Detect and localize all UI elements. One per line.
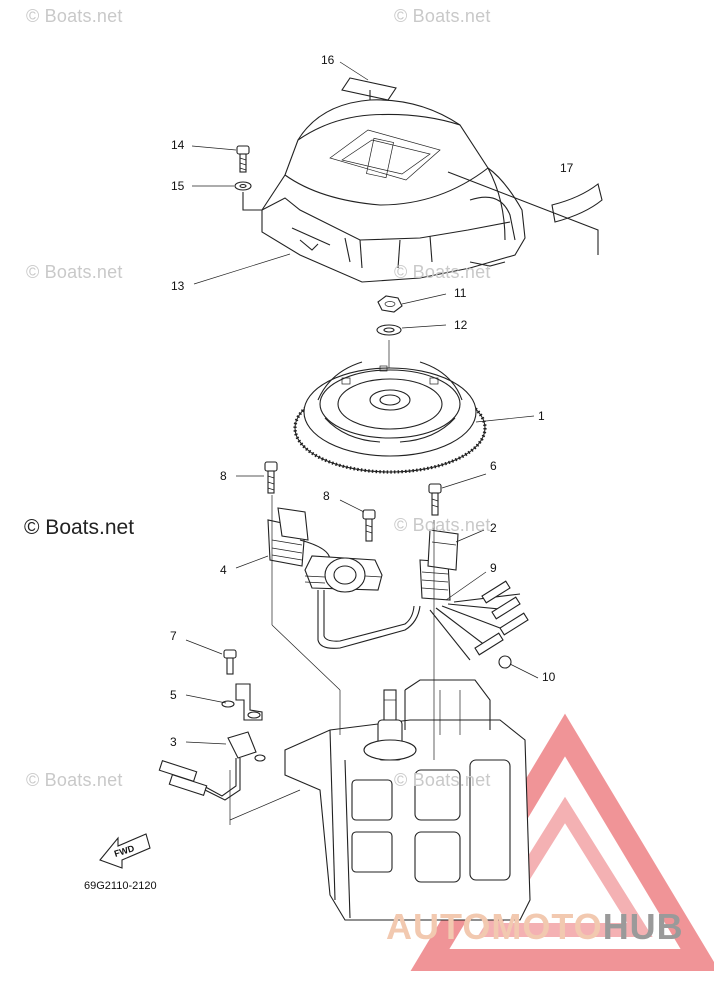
part-6-bolt (428, 483, 442, 516)
fwd-arrow-icon (99, 833, 151, 869)
part-code: 69G2110-2120 (84, 880, 157, 892)
part-12-washer (376, 324, 402, 336)
pulser-coil (304, 555, 383, 593)
part-7-screw (223, 649, 237, 675)
part-17-tape (447, 171, 603, 255)
watermark-mid-left: © Boats.net (26, 262, 123, 282)
brand-part-3: HUB (602, 906, 684, 947)
callout-4: 4 (220, 563, 227, 577)
callout-1: 1 (538, 409, 545, 423)
part-8-bolt-right (362, 509, 376, 542)
watermark-top-left: © Boats.net (26, 6, 123, 26)
callout-17: 17 (560, 161, 574, 175)
part-13-flywheel-cover (261, 99, 526, 283)
callout-9: 9 (490, 561, 497, 575)
callout-13: 13 (171, 279, 185, 293)
part-15-washer (234, 181, 262, 211)
brand-text: AUTOMOTOHUB (386, 906, 684, 948)
brand-part-1: AUTO (386, 906, 492, 947)
part-10-grommet (498, 655, 512, 669)
callout-3: 3 (170, 735, 177, 749)
callout-5: 5 (170, 688, 177, 702)
powerhead-block (284, 679, 531, 921)
callout-8-right: 8 (323, 489, 330, 503)
callout-2: 2 (490, 521, 497, 535)
callout-11: 11 (454, 286, 467, 300)
part-4-coil (267, 507, 331, 567)
part-8-bolt-left (264, 461, 278, 494)
part-1-flywheel (293, 361, 487, 474)
part-11-nut (377, 295, 403, 313)
part-5-bracket (221, 683, 263, 721)
watermark-main: © Boats.net (24, 516, 135, 539)
part-16-label (341, 77, 397, 101)
callout-16: 16 (321, 53, 335, 67)
callout-14: 14 (171, 138, 185, 152)
watermark-bottom-left: © Boats.net (26, 770, 123, 790)
watermark-top-right: © Boats.net (394, 6, 491, 26)
leader-lines (185, 61, 539, 825)
part-14-bolt (236, 145, 250, 173)
wire-harness (317, 590, 421, 649)
callout-12: 12 (454, 318, 468, 332)
callout-7: 7 (170, 629, 177, 643)
callout-15: 15 (171, 179, 185, 193)
watermark-mid-right: © Boats.net (394, 262, 491, 282)
watermark-bottom-right: © Boats.net (394, 770, 491, 790)
brand-part-2: MOTO (491, 906, 603, 947)
callout-8-left: 8 (220, 469, 227, 483)
watermark-center-right: © Boats.net (394, 515, 491, 535)
part-2-ignition-coil (419, 529, 459, 601)
callout-10: 10 (542, 670, 556, 684)
callout-6: 6 (490, 459, 497, 473)
part-9-spark-plug-leads (429, 580, 529, 661)
part-3-pulser-sensor (158, 731, 266, 801)
